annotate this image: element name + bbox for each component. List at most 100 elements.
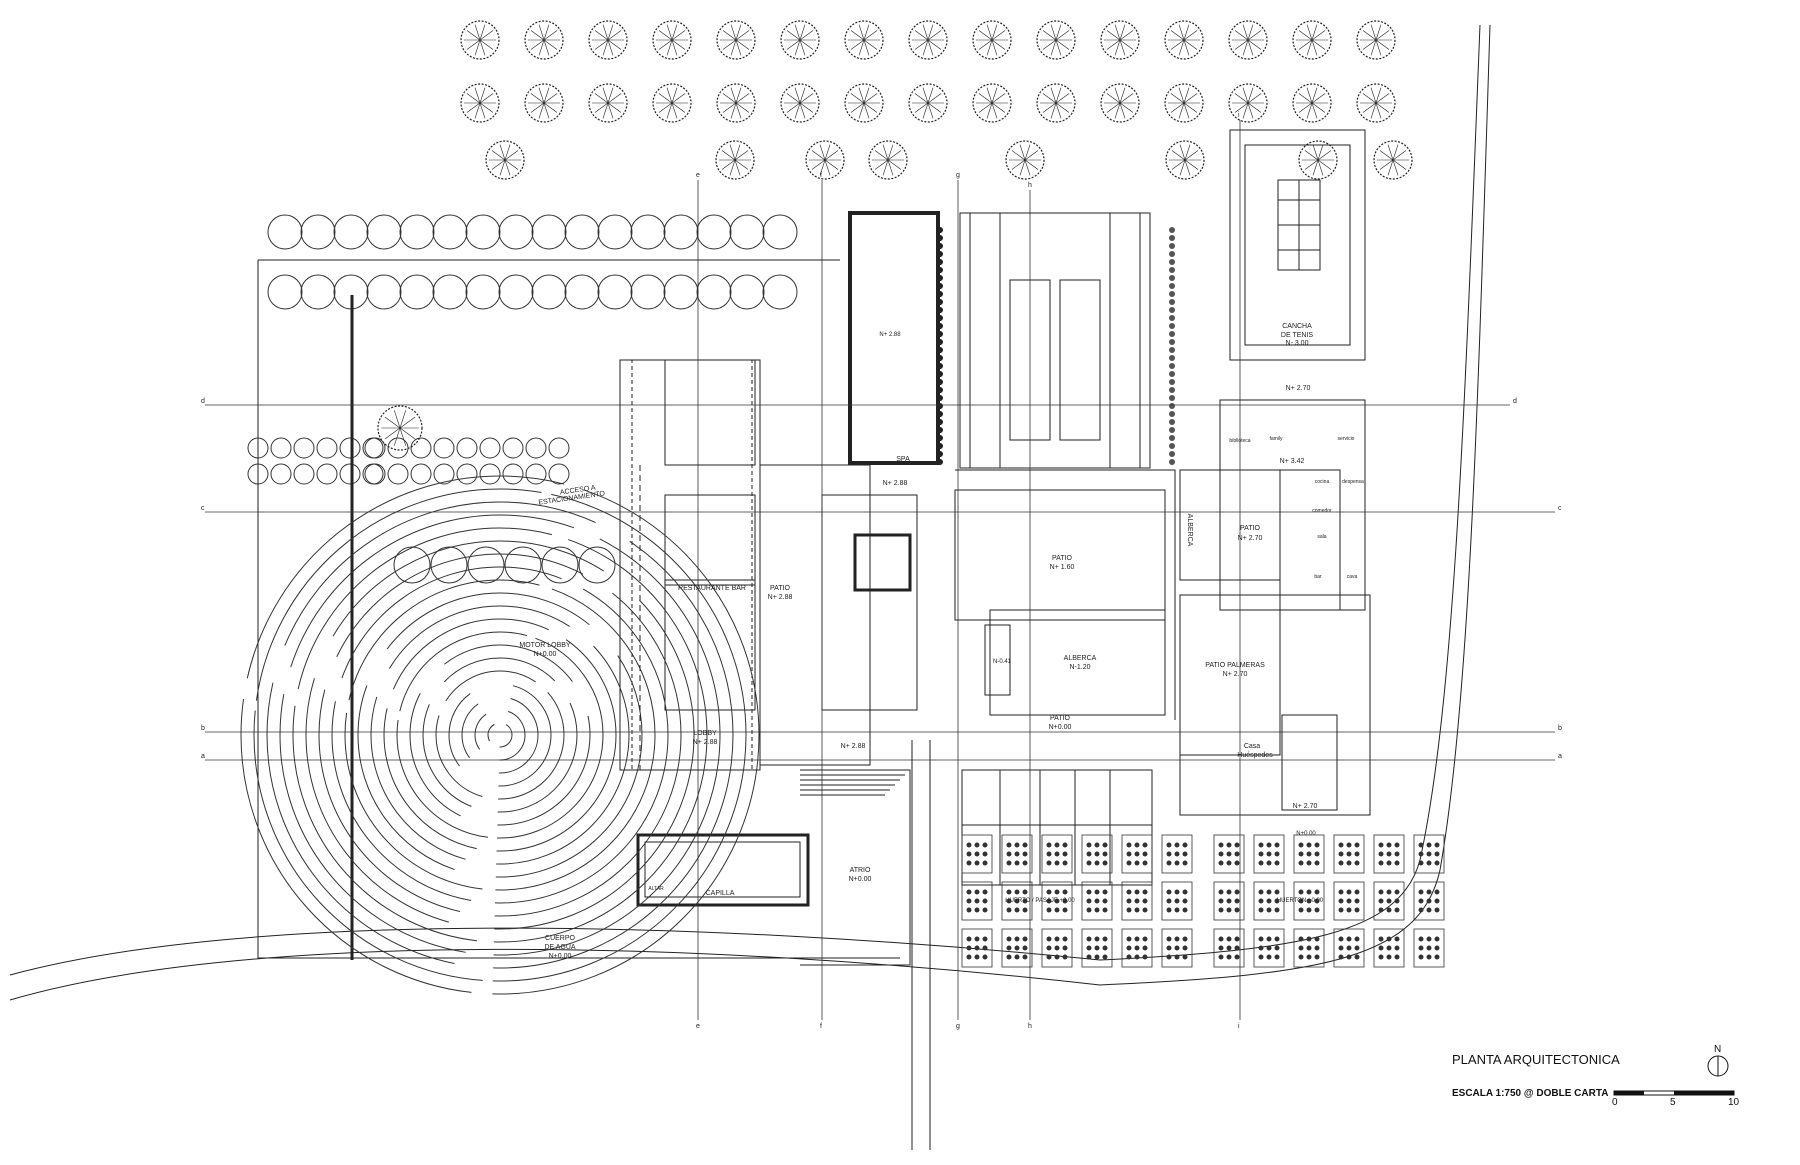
orchard-plant xyxy=(1346,889,1352,895)
orchard-plant xyxy=(1426,842,1432,848)
orchard-plot xyxy=(1293,834,1325,874)
orchard-plant xyxy=(966,842,972,848)
label-altar: ALTAR xyxy=(648,886,664,892)
orchard-plant xyxy=(1226,889,1232,895)
shrub-icon xyxy=(465,274,501,310)
orchard-plant xyxy=(1006,954,1012,960)
structure-layer xyxy=(9,24,1491,1150)
orchard-plant xyxy=(1126,954,1132,960)
orchard-plant xyxy=(1102,889,1108,895)
orchard-plant xyxy=(1426,945,1432,951)
orchard-plant xyxy=(1314,945,1320,951)
orchard-plant xyxy=(1394,936,1400,942)
orchard-plant xyxy=(1218,889,1224,895)
orchard-plant xyxy=(1258,954,1264,960)
tree-icon xyxy=(1356,83,1396,123)
orchard-plant xyxy=(1054,898,1060,904)
orchard-plant xyxy=(1062,851,1068,857)
scale-tick-0: 0 xyxy=(1612,1097,1618,1108)
orchard-plant xyxy=(1054,945,1060,951)
shrub-icon xyxy=(432,274,468,310)
orchard-plant xyxy=(1354,945,1360,951)
orchard-plant xyxy=(1126,907,1132,913)
orchard-plant xyxy=(1174,954,1180,960)
orchard-plant xyxy=(1174,851,1180,857)
label-cancha: CANCHA xyxy=(1282,323,1312,330)
orchard-plant xyxy=(1102,936,1108,942)
orchard-plant xyxy=(1306,889,1312,895)
tree-icon xyxy=(972,83,1012,123)
orchard-plant xyxy=(1174,889,1180,895)
tree-icon xyxy=(780,20,820,60)
scale-tick-10: 10 xyxy=(1728,1097,1740,1108)
orchard-plot xyxy=(1253,928,1285,968)
shrub-icon xyxy=(467,546,505,584)
water-ring xyxy=(331,566,669,904)
orchard-plant xyxy=(1434,954,1440,960)
orchard-plant xyxy=(1314,889,1320,895)
plan-title: PLANTA ARQUITECTONICA xyxy=(1452,1052,1620,1067)
orchard-plant xyxy=(1338,945,1344,951)
orchard-plant xyxy=(1086,936,1092,942)
orchard-plant xyxy=(1226,842,1232,848)
orchard-plot xyxy=(1001,881,1033,921)
orchard-plant xyxy=(1054,860,1060,866)
orchard-plant xyxy=(1134,936,1140,942)
orchard-plant xyxy=(1314,907,1320,913)
label-level-270-b: N+ 2.70 xyxy=(1293,803,1318,810)
orchard-plant xyxy=(1378,954,1384,960)
grid-letter-g: g xyxy=(956,1023,960,1030)
orchard-plant xyxy=(1378,945,1384,951)
water-ring xyxy=(370,605,630,865)
orchard-plot xyxy=(961,881,993,921)
palmeras-outer xyxy=(1179,594,1371,816)
orchard-plant xyxy=(1266,936,1272,942)
shrub-icon xyxy=(762,214,798,250)
grid-letter-a: a xyxy=(201,753,205,760)
orchard-plant xyxy=(1182,842,1188,848)
orchard-plant xyxy=(1046,860,1052,866)
label-alberca-small-level: N-0.41 xyxy=(993,659,1012,665)
grid-letter-f: f xyxy=(820,1023,822,1030)
orchard-plant xyxy=(966,860,972,866)
orchard-plant xyxy=(1126,842,1132,848)
orchard-plant xyxy=(1014,898,1020,904)
orchard-plant xyxy=(1134,945,1140,951)
label-patio-low-level: N+0.00 xyxy=(1049,724,1072,731)
orchard-plot xyxy=(1413,881,1445,921)
shrub-icon xyxy=(316,437,338,459)
orchard-plant xyxy=(1022,898,1028,904)
orchard-plant xyxy=(1306,842,1312,848)
trees-layer xyxy=(247,20,1413,584)
orchard-plant xyxy=(1418,860,1424,866)
orchard-plant xyxy=(1274,907,1280,913)
grid-letter-h: h xyxy=(1028,182,1032,189)
patio-outline xyxy=(955,469,1176,720)
orchard-plant xyxy=(1354,842,1360,848)
rooms-top xyxy=(959,212,1151,469)
orchard-plant xyxy=(1142,851,1148,857)
scale-bar: 0 5 10 xyxy=(1612,1090,1740,1108)
hedge-dot xyxy=(1169,347,1175,353)
orchard-plant xyxy=(1006,889,1012,895)
orchard-plant xyxy=(1046,907,1052,913)
orchard-plant xyxy=(1102,860,1108,866)
orchard-plant xyxy=(1174,936,1180,942)
shrub-icon xyxy=(696,214,732,250)
orchard-plot xyxy=(1161,881,1193,921)
label-biblioteca: biblioteca xyxy=(1229,438,1250,444)
orchard-plant xyxy=(1346,936,1352,942)
pool xyxy=(989,609,1166,716)
water-ring xyxy=(344,579,656,891)
orchard-plant xyxy=(1182,889,1188,895)
hedge-dot xyxy=(1169,307,1175,313)
orchard-plant xyxy=(1298,860,1304,866)
orchard-plant xyxy=(1306,954,1312,960)
orchard-plant xyxy=(1434,945,1440,951)
site-boundary xyxy=(257,260,900,959)
orchard-plot xyxy=(1041,881,1073,921)
water-ring xyxy=(279,514,721,956)
orchard-plant xyxy=(966,851,972,857)
tree-icon xyxy=(1228,20,1268,60)
